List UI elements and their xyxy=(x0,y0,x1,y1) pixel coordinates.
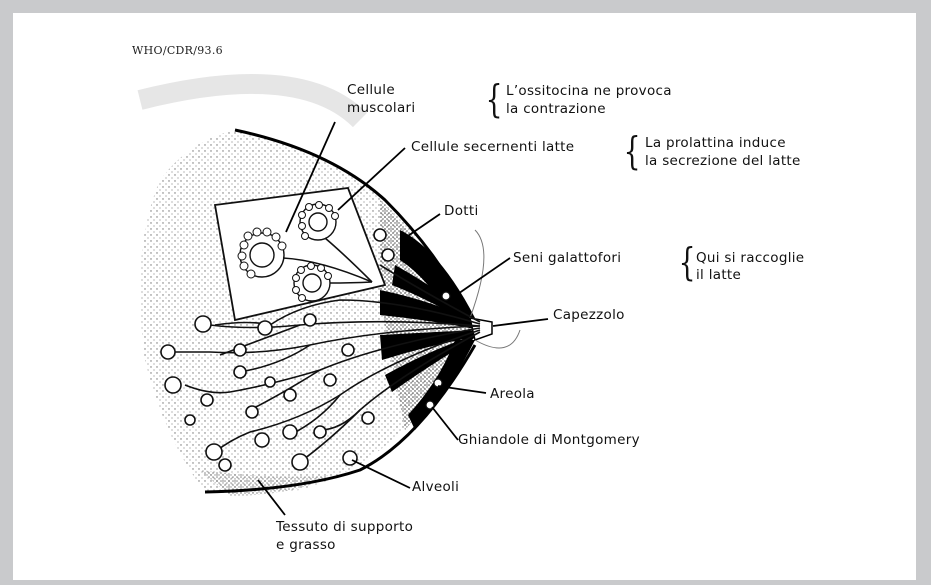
label-seni-galattofori: Seni galattofori xyxy=(513,249,621,267)
leader-montgomery xyxy=(432,407,458,440)
brace-prolattina: { xyxy=(624,132,641,170)
label-alveoli: Alveoli xyxy=(412,478,459,496)
label-cellule-muscolari-2: muscolari xyxy=(347,99,415,117)
label-tessuto-1: Tessuto di supporto xyxy=(276,518,413,536)
label-prolattina-2: la secrezione del latte xyxy=(645,152,801,170)
label-areola: Areola xyxy=(490,385,535,403)
label-prolattina-1: La prolattina induce xyxy=(645,134,786,152)
label-raccoglie-2: il latte xyxy=(696,266,741,284)
source-reference: WHO/CDR/93.6 xyxy=(132,44,223,57)
label-montgomery: Ghiandole di Montgomery xyxy=(458,431,640,449)
label-cellule-muscolari-1: Cellule xyxy=(347,81,395,99)
leader-alveoli xyxy=(352,460,410,488)
label-raccoglie-1: Qui si raccoglie xyxy=(696,249,804,267)
label-dotti: Dotti xyxy=(444,202,479,220)
brace-ossitocina: { xyxy=(486,80,503,118)
label-ossitocina-2: la contrazione xyxy=(506,100,606,118)
label-capezzolo: Capezzolo xyxy=(553,306,625,324)
label-tessuto-2: e grasso xyxy=(276,536,336,554)
label-cellule-secernenti: Cellule secernenti latte xyxy=(411,138,574,156)
label-ossitocina-1: L’ossitocina ne provoca xyxy=(506,82,672,100)
leader-capezzolo xyxy=(493,319,548,326)
faint-ghost-outline xyxy=(140,84,360,120)
skin-surface-right xyxy=(470,230,484,318)
brace-raccoglie: { xyxy=(679,243,696,281)
leader-seni xyxy=(452,258,510,298)
